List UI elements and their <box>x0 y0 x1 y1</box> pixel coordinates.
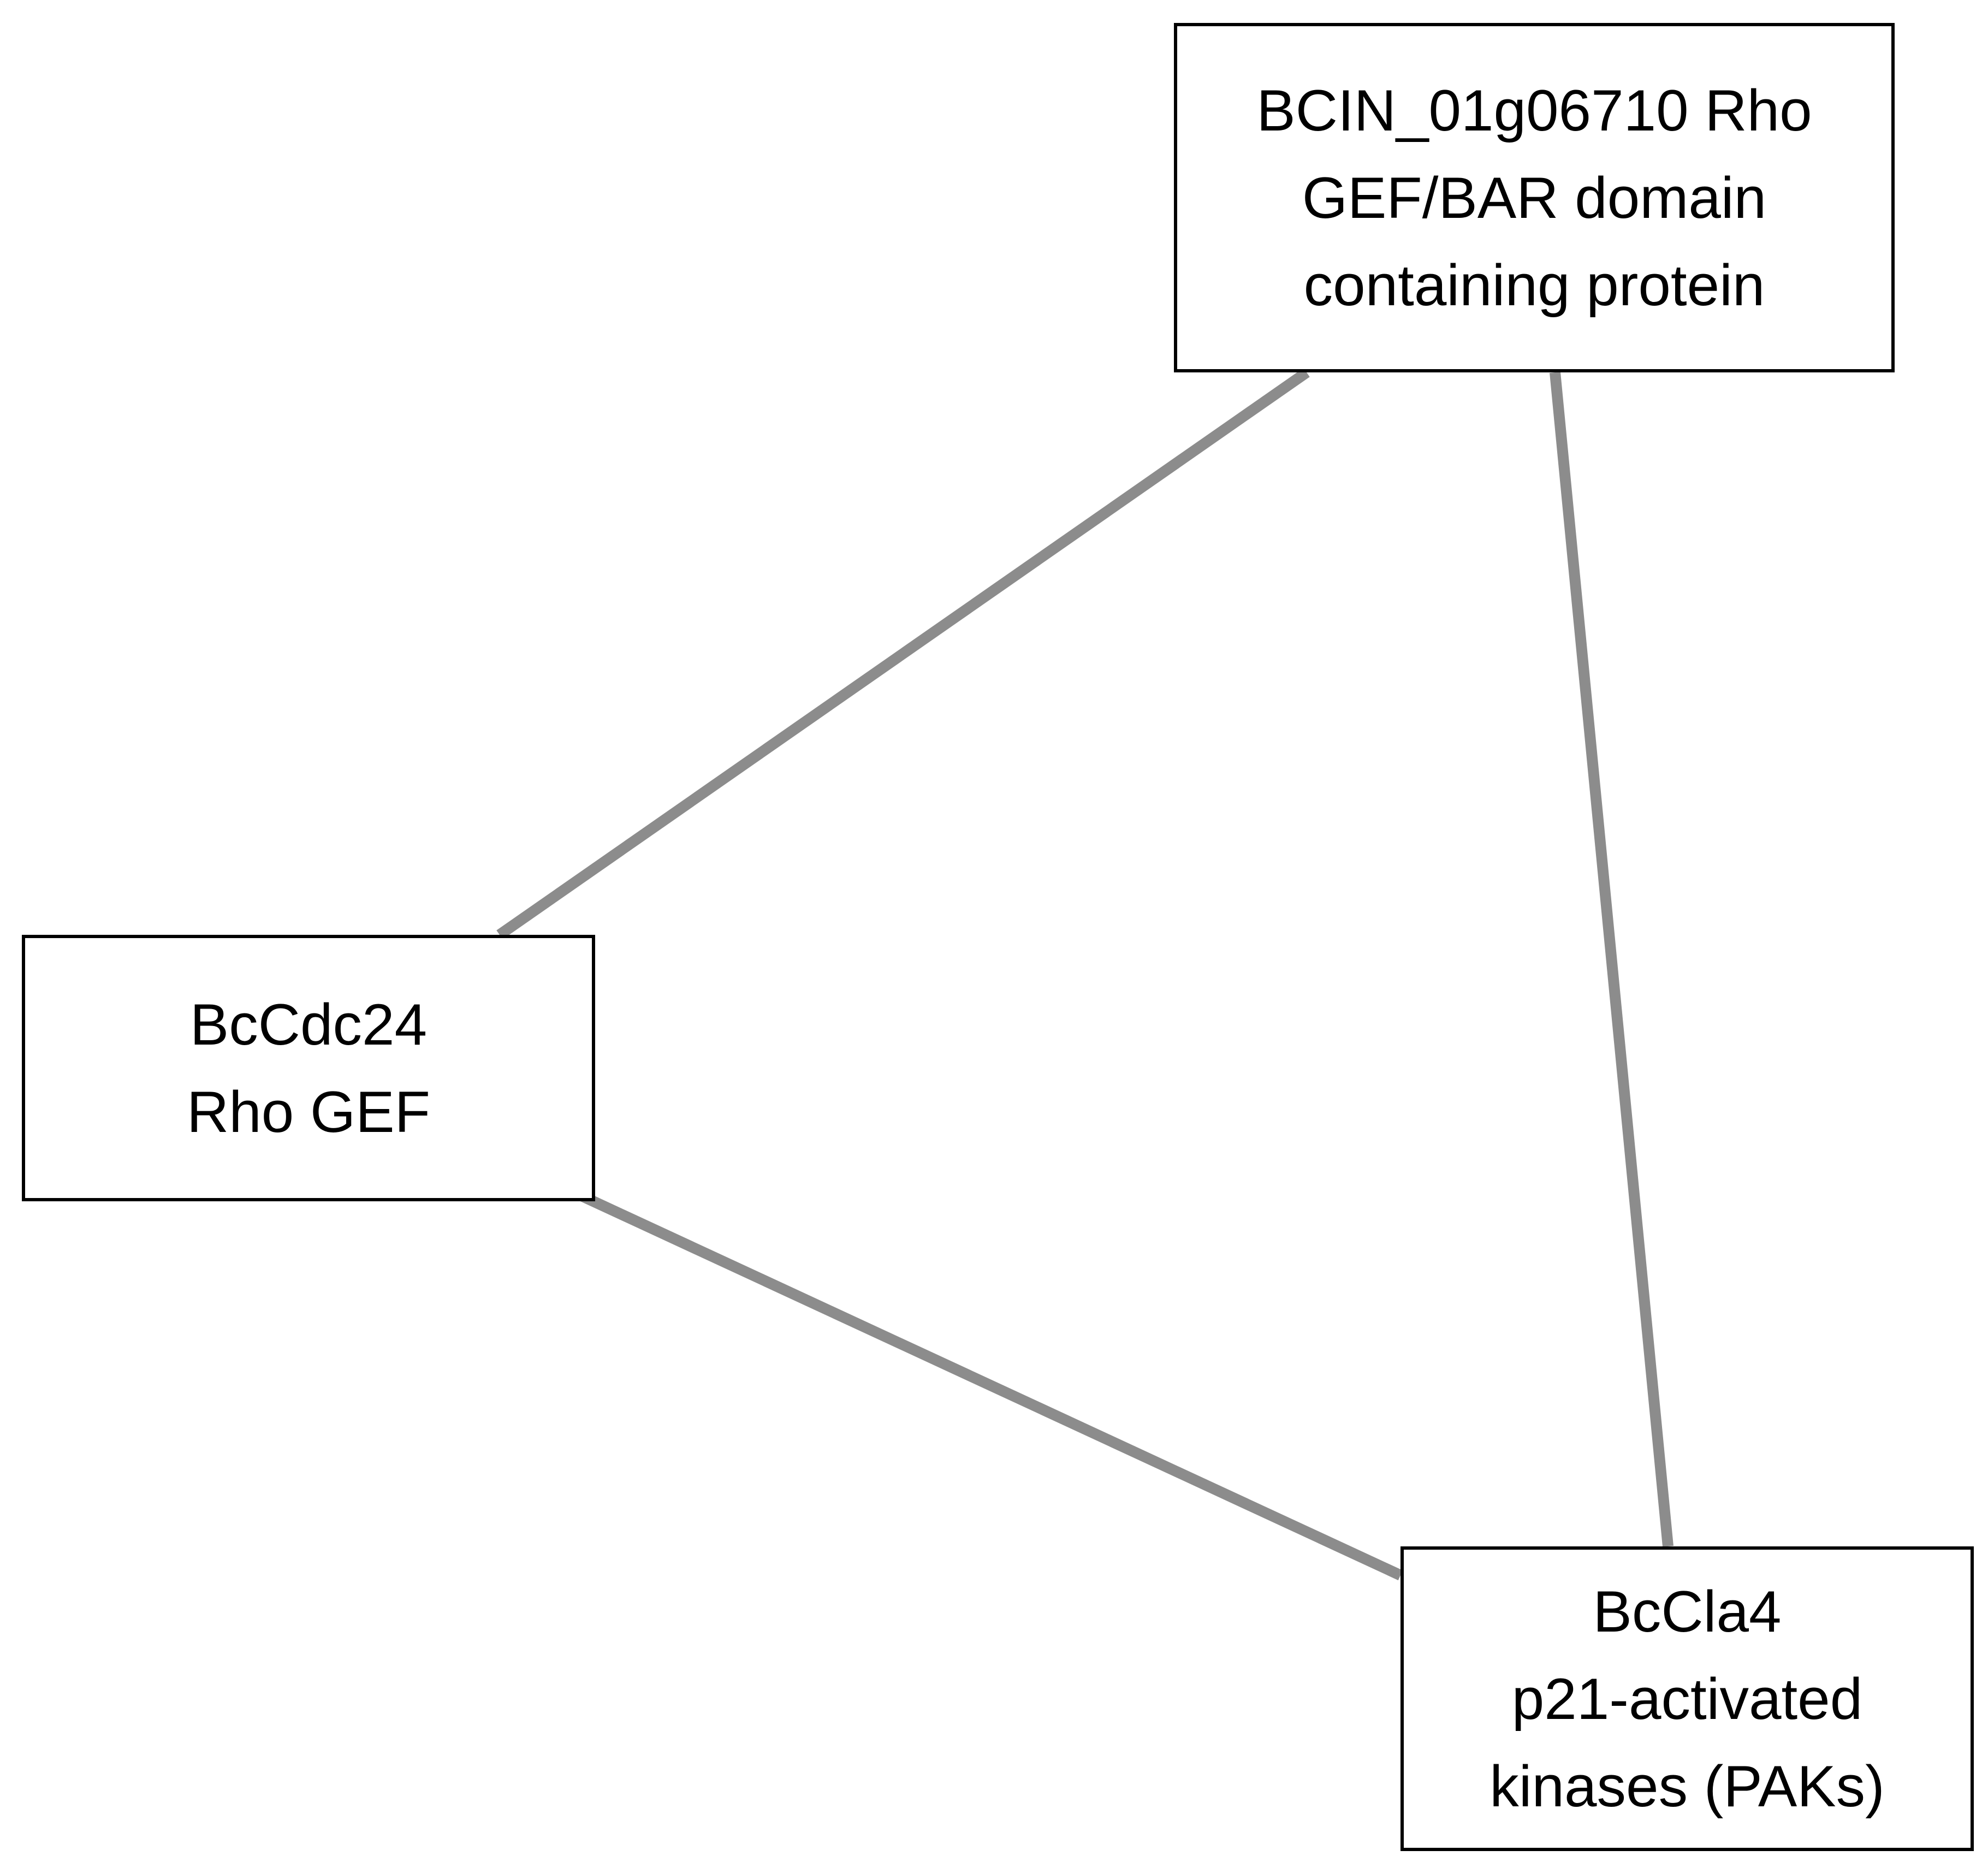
node-rho-gef-bar-protein: BCIN_01g06710 Rho GEF/BAR domain contain… <box>1174 23 1895 372</box>
node-label-line: BcCla4 <box>1593 1579 1782 1644</box>
node-label-line: p21-activated <box>1511 1666 1863 1731</box>
node-label-line: GEF/BAR domain <box>1302 165 1767 230</box>
node-label-line: BCIN_01g06710 Rho <box>1256 78 1812 143</box>
edge-top-left <box>496 367 1310 940</box>
node-label-line: kinases (PAKs) <box>1489 1753 1885 1819</box>
node-label-line: BcCdc24 <box>189 992 428 1057</box>
node-label-line: Rho GEF <box>187 1079 430 1145</box>
node-label-line: containing protein <box>1303 252 1765 318</box>
edge-left-bottom <box>579 1190 1403 1581</box>
node-bccdc24: BcCdc24 Rho GEF <box>22 935 595 1201</box>
edge-top-bottom <box>1550 372 1674 1547</box>
node-bccla4: BcCla4 p21-activated kinases (PAKs) <box>1400 1546 1974 1851</box>
